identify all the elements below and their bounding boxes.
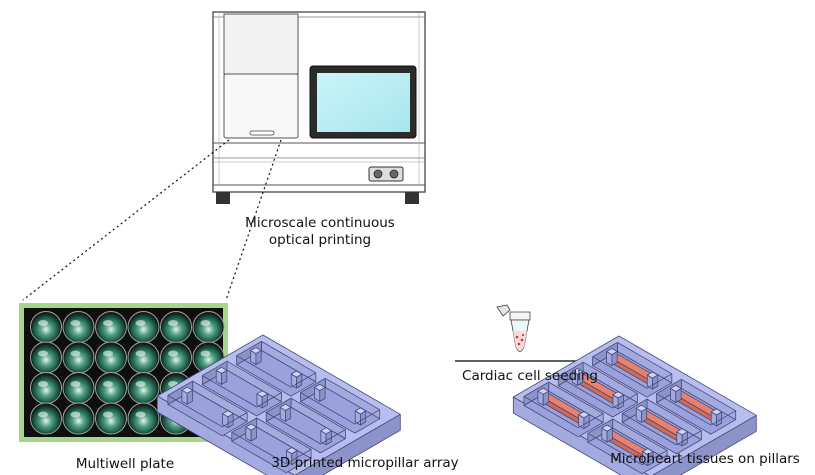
plate-well	[62, 402, 95, 435]
pipette-tube-icon	[496, 304, 531, 352]
plate-well	[62, 311, 95, 343]
microheart-caption: Microheart tissues on pillars	[610, 451, 800, 467]
micropillar-top	[279, 403, 292, 411]
multiwell-plate-photo	[19, 303, 228, 442]
printer-caption: Microscale continuous optical printing	[220, 215, 420, 249]
micropillar-top	[612, 391, 624, 399]
micropillar-top	[646, 371, 659, 379]
printer-screen	[317, 73, 410, 132]
plate-well	[192, 311, 225, 343]
plate-well	[95, 402, 127, 435]
printer-caption-line2: optical printing	[268, 232, 372, 248]
plate-well	[127, 372, 160, 404]
microheart-array-illustration	[512, 335, 757, 475]
micropillar-top	[245, 423, 257, 431]
plate-well	[30, 372, 62, 404]
micropillar-top	[578, 411, 590, 419]
micropillar-top	[354, 407, 367, 415]
plate-well	[30, 402, 62, 435]
micropillar-array-illustration	[156, 334, 401, 475]
control-knob-icon	[389, 169, 399, 179]
printer-foot-left	[216, 192, 230, 204]
plate-well	[95, 341, 127, 374]
printer-lower-door	[223, 73, 299, 139]
micropillar-top	[250, 347, 262, 355]
plate-well	[62, 341, 95, 374]
connector-lines-printer-to-plate	[22, 139, 282, 301]
micropillar-top	[286, 447, 298, 455]
micropillar-top	[601, 424, 613, 432]
plate-well	[30, 341, 62, 374]
micropillar-top	[642, 448, 654, 456]
micropillar-top	[710, 408, 723, 416]
micropillar-top	[290, 370, 303, 378]
micropillar-array-caption: 3D printed micropillar array	[271, 455, 459, 471]
plate-well	[30, 311, 62, 343]
plate-well	[127, 341, 160, 374]
printer-foot-right	[405, 192, 419, 204]
micropillar-top	[676, 428, 688, 436]
micropillar-top	[320, 427, 332, 435]
plate-well	[95, 372, 127, 404]
plate-well	[127, 402, 160, 435]
plate-well	[160, 341, 192, 374]
micropillar-top	[256, 390, 268, 398]
plate-well	[127, 311, 160, 343]
cell-seeding-caption: Cardiac cell seeding	[462, 368, 598, 384]
control-knob-icon	[373, 169, 383, 179]
plate-well	[95, 311, 127, 343]
printer-caption-line1: Microscale continuous	[245, 215, 395, 231]
printer-top-door	[223, 13, 299, 75]
plate-well	[160, 311, 192, 343]
optical-printer-illustration	[212, 11, 426, 204]
micropillar-top	[571, 367, 584, 375]
micropillar-top	[181, 386, 193, 394]
door-handle	[249, 130, 275, 136]
micropillar-top	[670, 384, 682, 392]
micropillar-top	[635, 404, 648, 412]
micropillar-top	[314, 383, 326, 391]
micropillar-top	[537, 387, 549, 395]
multiwell-plate-caption: Multiwell plate	[75, 456, 175, 472]
micropillar-top	[215, 366, 228, 374]
plate-well	[62, 372, 95, 404]
micropillar-top	[222, 410, 234, 418]
plate-wells	[30, 311, 225, 435]
micropillar-top	[606, 348, 618, 356]
